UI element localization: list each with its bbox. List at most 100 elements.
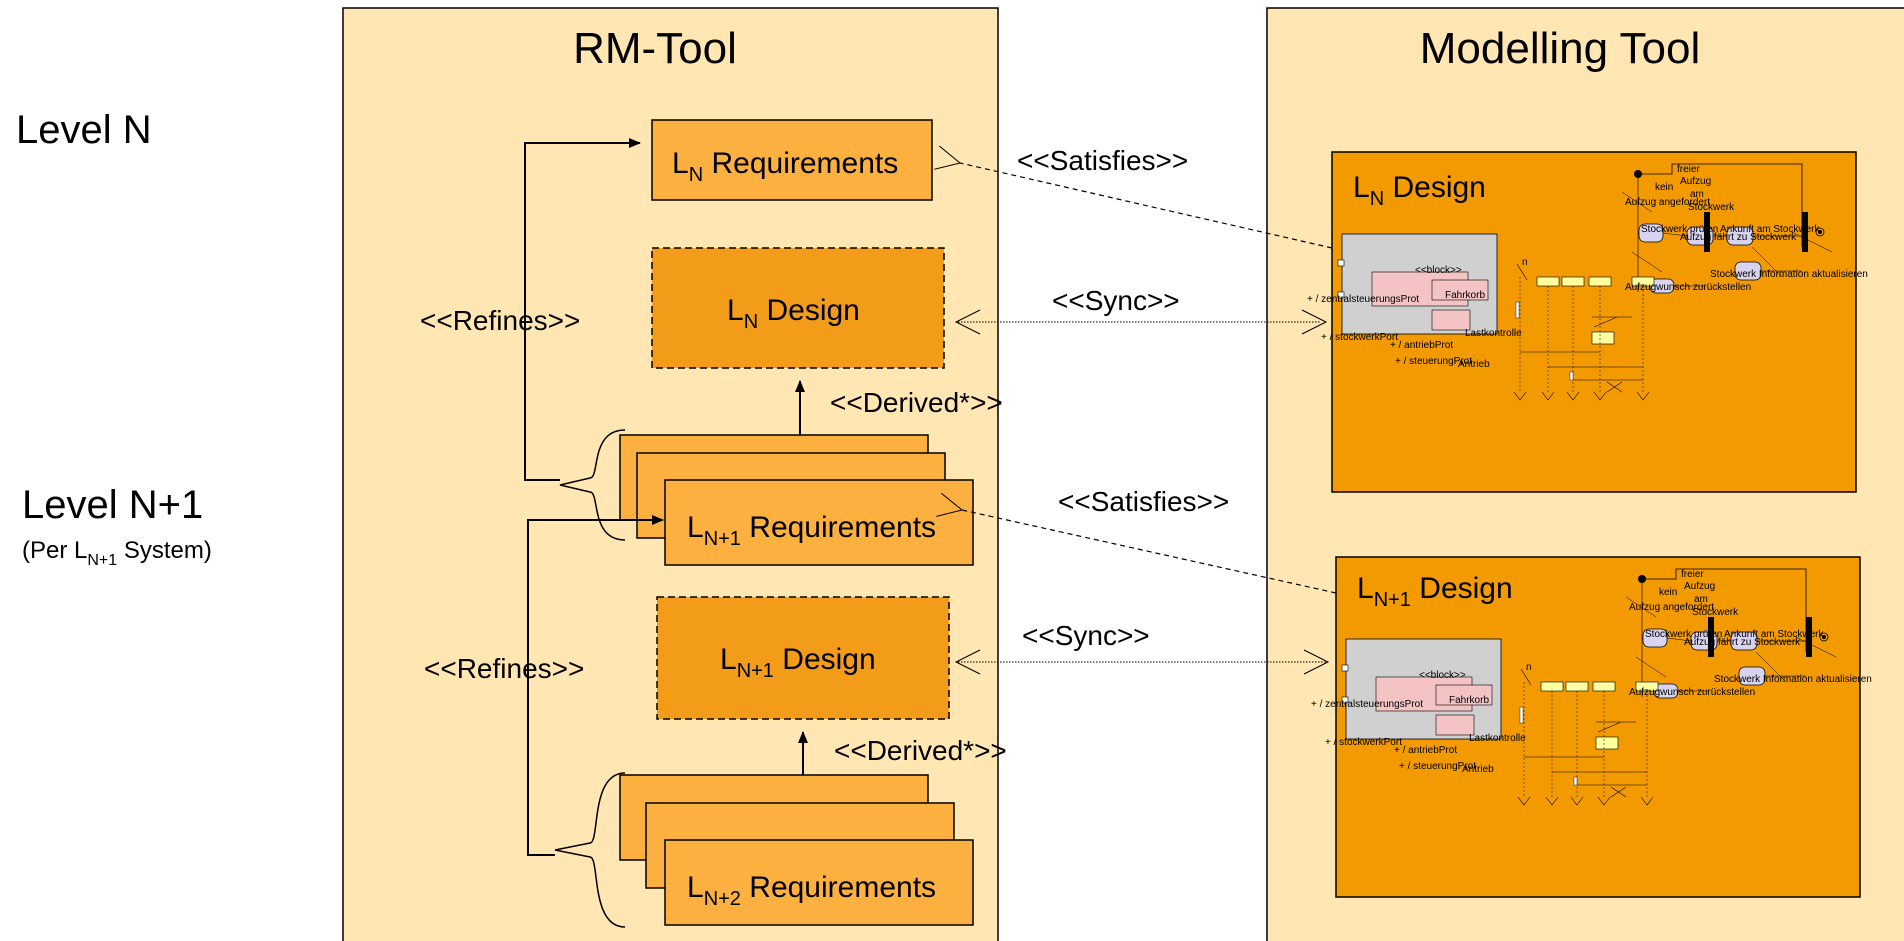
ln1-thumb-pruefen: Stockwerk prüfen <box>1645 629 1722 640</box>
ln1-thumb-block: <<block>> <box>1419 670 1466 681</box>
satisfies-label-n: <<Satisfies>> <box>1017 145 1188 176</box>
ln-design-diagram: LN Design freier Aufzug kein am Aufzug a… <box>1307 151 1868 493</box>
refines-arrow-n <box>524 138 641 481</box>
ln-thumb-information: Stockwerk Information aktualisieren <box>1710 269 1868 280</box>
ln1-thumb-fahrkorb: Fahrkorb <box>1449 695 1489 706</box>
ln-thumb-ankunft: Ankunft am Stockwerk <box>1720 224 1820 235</box>
sync-arrowhead-right-n <box>1301 309 1328 335</box>
ln-thumb-steuerungprot: + / steuerungProt <box>1395 356 1472 367</box>
ln1-thumb-kein: kein <box>1659 587 1677 598</box>
ln-thumb-stockwerk: Stockwerk <box>1688 202 1735 213</box>
ln1-diagram-word: Design <box>1411 572 1513 605</box>
ln1-thumb-information: Stockwerk Information aktualisieren <box>1714 674 1872 685</box>
ln1-design-word: Design <box>774 643 876 676</box>
ln-diagram-sub: N <box>1370 188 1384 210</box>
ln1-brace <box>559 429 626 541</box>
ln-thumb-block: <<block>> <box>1415 265 1462 276</box>
ln1-thumb-lastkontrolle: Lastkontrolle <box>1469 733 1526 744</box>
ln1-design-diagram: LN+1 Design freier Aufzug kein am Aufzug… <box>1311 556 1872 898</box>
ln1-requirements-box <box>664 479 974 566</box>
ln1-req-letter: L <box>687 511 704 544</box>
ln1-thumb-fahrt: Aufzug fährt zu Stockwerk <box>1684 637 1801 648</box>
sync-label-n1: <<Sync>> <box>1022 620 1150 651</box>
ln2-req-sub: N+2 <box>704 888 741 910</box>
ln1-req-word: Requirements <box>741 511 936 544</box>
ln-thumb-pruefen: Stockwerk prüfen <box>1641 224 1718 235</box>
ln1-thumb-antrieb: Antrieb <box>1462 764 1494 775</box>
ln-thumb-n: n <box>1522 257 1528 268</box>
ln-thumb-antriebprot: + / antriebProt <box>1390 340 1453 351</box>
ln-diagram-word: Design <box>1384 171 1486 204</box>
ln1-thumb-angefordert: Aufzug angefordert <box>1629 602 1714 613</box>
level-n1-note-sub: N+1 <box>87 552 117 569</box>
ln2-brace <box>554 772 626 928</box>
level-n1-note-pre: (Per L <box>22 537 87 564</box>
ln-thumb-freier: freier <box>1677 164 1700 175</box>
level-n-label: Level N <box>16 108 152 152</box>
refines-label-n: <<Refines>> <box>420 305 580 336</box>
ln-thumb-zentral: + / zentralsteuerungsProt <box>1307 294 1419 305</box>
level-n1-note-post: System) <box>117 537 212 564</box>
refines-arrow-n1 <box>527 515 664 856</box>
ln-thumb-am: am <box>1690 189 1704 200</box>
ln1-thumb-am: am <box>1694 594 1708 605</box>
ln-thumb-angefordert: Aufzug angefordert <box>1625 197 1710 208</box>
ln1-thumb-stockwerk: Stockwerk <box>1692 607 1739 618</box>
ln1-thumb-steuerungprot: + / steuerungProt <box>1399 761 1476 772</box>
ln-diagram-title: LN Design <box>1353 171 1486 210</box>
ln-design-letter: L <box>727 294 744 327</box>
ln2-requirements-box <box>664 839 974 926</box>
ln1-requirements-label: LN+1 Requirements <box>687 511 936 550</box>
sync-label-n: <<Sync>> <box>1052 285 1180 316</box>
ln-thumb-stockwerkport: + / stockwerkPort <box>1321 332 1398 343</box>
ln1-design-box <box>656 596 950 720</box>
ln1-design-label: LN+1 Design <box>720 643 876 682</box>
ln-requirements-box <box>651 119 933 201</box>
ln1-thumb-freier: freier <box>1681 569 1704 580</box>
satisfies-arrow-n <box>960 163 1333 249</box>
ln1-diagram-title: LN+1 Design <box>1357 572 1513 611</box>
ln1-diagram-letter: L <box>1357 572 1374 605</box>
rm-tool-title: RM-Tool <box>573 24 737 73</box>
ln1-thumb-ankunft: Ankunft am Stockwerk <box>1724 629 1824 640</box>
ln1-req-sub: N+1 <box>704 528 741 550</box>
ln1-design-letter: L <box>720 643 737 676</box>
derived-label-n1: <<Derived*>> <box>834 735 1007 766</box>
ln-diagram-letter: L <box>1353 171 1370 204</box>
ln-design-box <box>651 247 945 369</box>
ln-req-letter: L <box>672 147 689 180</box>
ln-requirements-label: LN Requirements <box>672 147 898 186</box>
level-n1-note: (Per LN+1 System) <box>22 537 212 569</box>
ln-design-sub: N <box>744 311 758 333</box>
ln1-thumb-aufzug: Aufzug <box>1684 581 1715 592</box>
ln-thumb-fahrt: Aufzug fährt zu Stockwerk <box>1680 232 1797 243</box>
satisfies-arrow-n1 <box>962 510 1337 594</box>
ln1-design-sub: N+1 <box>737 660 774 682</box>
ln2-req-letter: L <box>687 871 704 904</box>
ln1-thumb-stockwerkport: + / stockwerkPort <box>1325 737 1402 748</box>
ln-thumb-antrieb: Antrieb <box>1458 359 1490 370</box>
ln-thumb-lastkontrolle: Lastkontrolle <box>1465 328 1522 339</box>
satisfies-label-n1: <<Satisfies>> <box>1058 486 1229 517</box>
ln1-thumb-zentral: + / zentralsteuerungsProt <box>1311 699 1423 710</box>
ln-req-sub: N <box>689 164 703 186</box>
ln-thumb-kein: kein <box>1655 182 1673 193</box>
modelling-tool-title: Modelling Tool <box>1420 24 1700 73</box>
derived-label-n: <<Derived*>> <box>830 387 1003 418</box>
ln-design-word: Design <box>758 294 860 327</box>
ln-thumb-fahrkorb: Fahrkorb <box>1445 290 1485 301</box>
ln-thumb-aufzug: Aufzug <box>1680 176 1711 187</box>
ln1-thumb-zurueckstellen: Aufzugwunsch zurückstellen <box>1629 687 1755 698</box>
ln2-req-word: Requirements <box>741 871 936 904</box>
ln1-thumb-n: n <box>1526 662 1532 673</box>
ln-design-label: LN Design <box>727 294 860 333</box>
sync-arrowhead-left-n1 <box>954 649 981 675</box>
ln-req-word: Requirements <box>703 147 898 180</box>
ln-thumb-zurueckstellen: Aufzugwunsch zurückstellen <box>1625 282 1751 293</box>
sync-arrowhead-left-n <box>954 309 981 335</box>
ln1-diagram-sub: N+1 <box>1374 589 1411 611</box>
level-n1-label: Level N+1 <box>22 483 203 527</box>
ln2-requirements-label: LN+2 Requirements <box>687 871 936 910</box>
ln1-thumb-antriebprot: + / antriebProt <box>1394 745 1457 756</box>
